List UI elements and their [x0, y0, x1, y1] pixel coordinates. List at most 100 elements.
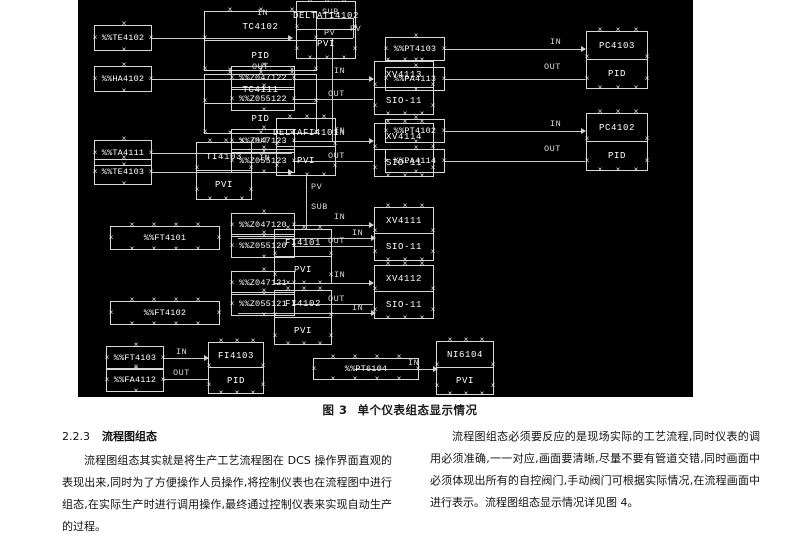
link-z047121-xv4112 — [293, 283, 373, 284]
pin-label-in: IN — [334, 270, 346, 280]
block-name: FI4101 — [284, 238, 321, 249]
block-name: XV4113 — [385, 70, 422, 80]
function-block-fi4103[interactable]: FI4103 PID — [208, 342, 264, 394]
tag-block-pt6104[interactable]: %%PT6104 — [313, 358, 419, 380]
block-type: SIO-11 — [375, 149, 433, 176]
function-block-fi4101[interactable]: FI4101 PVI — [274, 229, 332, 284]
function-block-pc4103[interactable]: PC4103 PID — [586, 31, 648, 89]
link-z047122-xv4113 — [293, 79, 373, 80]
block-name: XV4114 — [385, 132, 422, 142]
tag-label: %%Z055122 — [239, 94, 287, 104]
link-ft4101-fi4101 — [238, 238, 375, 239]
tag-label: %%PA4114 — [393, 156, 437, 166]
function-block-xv4114[interactable]: XV4114 SIO-11 — [374, 123, 434, 177]
pin-label-out: OUT — [252, 136, 269, 146]
function-block-ni6104[interactable]: NI6104 PVI — [436, 341, 494, 395]
tag-block-ta4111[interactable]: %%TA4111 — [94, 140, 152, 166]
function-block-tc4111[interactable]: TC4111 PID — [204, 74, 317, 134]
tag-block-ft4102[interactable]: %%FT4102 — [110, 301, 220, 325]
pin-label-in: IN — [550, 37, 562, 47]
block-type: PID — [587, 59, 647, 88]
arrow-head-icon — [371, 235, 376, 241]
function-block-ti4103[interactable]: TI4103 PVI — [196, 142, 252, 200]
block-type: PID — [205, 103, 316, 133]
arrow-head-icon — [369, 138, 374, 144]
tag-block-ft4101[interactable]: %%FT4101 — [110, 226, 220, 250]
tag-block-ft4103[interactable]: %%FT4103 — [106, 346, 164, 370]
block-name: XV4111 — [385, 216, 422, 226]
dcs-configuration-figure: IN OUT OUT IN SUB PV PV IN PV SUB IN IN … — [78, 0, 693, 397]
tag-label: %%Z047123 — [239, 136, 287, 146]
body-paragraph-right: 流程图组态必须要反应的是现场实际的工艺流程,同时仪表的调用必须准确,一一对应,画… — [430, 430, 760, 509]
pin-label-pv: PV — [311, 182, 323, 192]
pin-label-in: IN — [259, 153, 271, 163]
link-sub-fi4101 — [306, 218, 307, 230]
block-name: DELTATI4102 — [293, 11, 360, 21]
block-name: DELTAFI4101 — [273, 128, 340, 138]
pin-label-out: OUT — [544, 144, 561, 154]
function-block-xv4112[interactable]: XV4112 SIO-11 — [374, 265, 434, 319]
block-type: PID — [205, 40, 316, 70]
tag-block-ha4102[interactable]: %%HA4102 — [94, 66, 152, 92]
function-block-xv4111[interactable]: XV4111 SIO-11 — [374, 207, 434, 261]
block-name: TC4102 — [242, 21, 279, 32]
block-type: PVI — [437, 367, 493, 394]
function-block-fi4102[interactable]: FI4102 PVI — [274, 290, 332, 345]
pin-label-out: OUT — [544, 62, 561, 72]
link-ft4102-fi4102 — [238, 313, 375, 314]
tag-label: %%PA4113 — [393, 74, 437, 84]
block-type: SIO-11 — [375, 87, 433, 114]
tag-label: %%TE4102 — [101, 33, 145, 43]
pin-label-in: IN — [408, 358, 420, 368]
tag-block-z055123[interactable]: %%Z055123 — [231, 149, 295, 173]
block-type: PVI — [277, 146, 335, 175]
tag-block-te4103[interactable]: %%TE4103 — [94, 159, 152, 185]
tag-block-z055121[interactable]: %%Z055121 — [231, 292, 295, 316]
tag-label: %%TE4103 — [101, 167, 145, 177]
function-block-xv4113[interactable]: XV4113 SIO-11 — [374, 61, 434, 115]
arrow-head-icon — [371, 310, 376, 316]
arrow-head-icon — [369, 222, 374, 228]
block-name: PC4102 — [598, 123, 635, 133]
tag-block-pt4103[interactable]: %%PT4103 — [385, 37, 445, 61]
link-fa4112-fi4103 — [164, 379, 208, 380]
tag-label: %%TA4111 — [101, 148, 145, 158]
link-pa4114-pc4102 — [445, 161, 585, 162]
link-pt4102-pc4102 — [445, 131, 585, 132]
block-type: PVI — [297, 29, 355, 58]
link-tc4102-sub — [317, 18, 353, 19]
arrow-head-icon — [369, 280, 374, 286]
tag-block-z047120[interactable]: %%Z047120 — [231, 213, 295, 237]
tag-block-z055120[interactable]: %%Z055120 — [231, 234, 295, 258]
tag-label: %%FT4103 — [113, 353, 157, 363]
block-name: TI4103 — [205, 152, 242, 162]
block-name: FI4102 — [284, 299, 321, 310]
block-name: TC4111 — [242, 84, 279, 95]
function-block-deltafi4101[interactable]: DELTAFI4101 PVI — [273, 118, 340, 176]
section-number: 2.2.3 — [62, 430, 90, 443]
tag-block-pt4102[interactable]: %%PT4102 — [385, 119, 445, 143]
function-block-tc4102[interactable]: TC4102 PID — [204, 11, 317, 71]
tag-block-z047122[interactable]: %%Z047122 — [231, 66, 295, 90]
arrow-head-icon — [581, 46, 586, 52]
block-name: NI6104 — [446, 350, 483, 360]
pin-label-in: IN — [352, 228, 364, 238]
tag-block-z047123[interactable]: %%Z047123 — [231, 129, 295, 153]
block-name: XV4112 — [385, 274, 422, 284]
function-block-deltati4102[interactable]: DELTATI4102 PVI — [293, 1, 360, 59]
pin-label-in: IN — [334, 128, 346, 138]
tag-block-te4102[interactable]: %%TE4102 — [94, 25, 152, 51]
block-type: SIO-11 — [375, 291, 433, 318]
tag-block-z055122[interactable]: %%Z055122 — [231, 87, 295, 111]
arrow-head-icon — [204, 355, 209, 361]
link-deltafi-pv — [306, 176, 307, 218]
function-block-pc4102[interactable]: PC4102 PID — [586, 113, 648, 171]
tag-block-pa4113[interactable]: %%PA4113 — [385, 67, 445, 91]
pin-label-out: OUT — [173, 368, 190, 378]
block-name: PC4103 — [598, 41, 635, 51]
arrow-head-icon — [288, 35, 293, 41]
tag-block-fa4112[interactable]: %%FA4112 — [106, 368, 164, 392]
